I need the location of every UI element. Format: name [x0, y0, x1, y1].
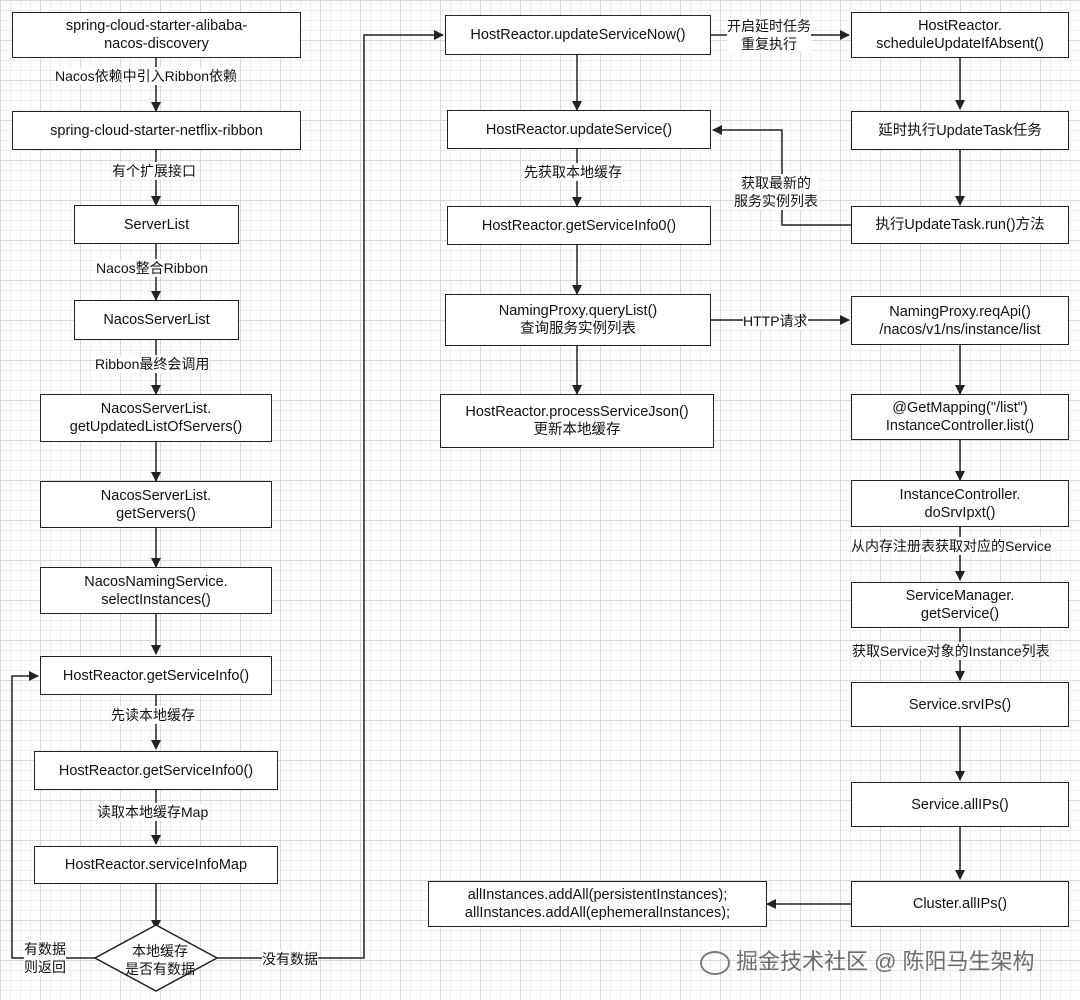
decision-line: 本地缓存: [132, 943, 188, 959]
node-cluster-allips: Cluster.allIPs(): [851, 881, 1069, 927]
node-hostreactor-getserviceinfo: HostReactor.getServiceInfo(): [40, 656, 272, 695]
arrow-yes-loop: [11, 671, 96, 959]
node-hostreactor-serviceinfomap: HostReactor.serviceInfoMap: [34, 846, 278, 884]
edge-label-read-local-cache-first: 先读本地缓存: [111, 706, 195, 724]
node-line: NamingProxy.queryList(): [498, 303, 658, 319]
node-line: spring-cloud-starter-netflix-ribbon: [50, 122, 263, 139]
node-instancecontroller-dosrvipxt: InstanceController. doSrvIpxt(): [851, 480, 1069, 527]
edge-label-has-data-return: 有数据 则返回: [24, 940, 66, 976]
label-line: 有数据: [24, 941, 66, 957]
node-hostreactor-getserviceinfo0-middle: HostReactor.getServiceInfo0(): [447, 206, 711, 245]
node-line: NacosServerList: [103, 312, 210, 328]
label-line: 服务实例列表: [734, 193, 818, 209]
node-line: ServerList: [123, 216, 190, 233]
node-serverlist: ServerList: [74, 205, 239, 244]
node-line: HostReactor.updateServiceNow(): [470, 27, 686, 43]
node-nacosnamingservice-selectinstances: NacosNamingService. selectInstances(): [40, 567, 272, 614]
watermark: 掘金技术社区 @ 陈阳马生架构: [700, 944, 1035, 976]
node-servicemanager-getservice: ServiceManager. getService(): [851, 582, 1069, 628]
label-line: 则返回: [24, 959, 66, 975]
edge-label-get-service-from-registry: 从内存注册表获取对应的Service: [851, 537, 1052, 555]
node-line: HostReactor.updateService(): [485, 121, 673, 138]
node-hostreactor-updateservice: HostReactor.updateService(): [447, 110, 711, 149]
node-line: allInstances.addAll(persistentInstances)…: [467, 887, 728, 903]
node-nacosserverlist-getservers: NacosServerList. getServers(): [40, 481, 272, 528]
node-line: doSrvIpxt(): [924, 504, 996, 521]
edge-label-http-request: HTTP请求: [743, 312, 808, 330]
node-line: getService(): [920, 606, 1000, 622]
node-line: HostReactor.getServiceInfo0(): [58, 762, 254, 779]
node-line: NacosNamingService.: [84, 573, 228, 590]
label-line: 重复执行: [741, 36, 797, 52]
node-line: spring-cloud-starter-alibaba-: [65, 18, 248, 34]
edge-label-no-data: 没有数据: [262, 950, 318, 968]
node-line: InstanceController.list(): [885, 418, 1035, 434]
edge-label-ribbon-calls: Ribbon最终会调用: [95, 355, 210, 373]
node-nacosserverlist-getupdatedlistofservers: NacosServerList. getUpdatedListOfServers…: [40, 394, 272, 442]
node-updatetask-run: 执行UpdateTask.run()方法: [851, 206, 1069, 244]
edge-label-nacos-ribbon-dependency: Nacos依赖中引入Ribbon依赖: [55, 67, 238, 85]
node-service-srvips: Service.srvIPs(): [851, 682, 1069, 727]
node-line: HostReactor.serviceInfoMap: [64, 857, 248, 873]
edge-label-get-instance-list: 获取Service对象的Instance列表: [852, 642, 1050, 660]
edge-label-start-delay-task: 开启延时任务 重复执行: [727, 17, 811, 53]
decision-text: 本地缓存 是否有数据: [100, 938, 220, 982]
node-line: getUpdatedListOfServers(): [69, 419, 243, 435]
node-line: NacosServerList.: [100, 487, 212, 504]
node-line: NamingProxy.reqApi(): [889, 303, 1031, 320]
node-line: getServers(): [116, 505, 196, 522]
node-hostreactor-processservicejson: HostReactor.processServiceJson() 更新本地缓存: [440, 394, 714, 448]
node-line: 更新本地缓存: [533, 422, 621, 438]
node-line: /nacos/v1/ns/instance/list: [879, 321, 1041, 338]
node-instancecontroller-list: @GetMapping("/list") InstanceController.…: [851, 394, 1069, 440]
node-line: scheduleUpdateIfAbsent(): [876, 36, 1044, 52]
node-hostreactor-updateservicenow: HostReactor.updateServiceNow(): [445, 15, 711, 55]
node-line: 查询服务实例列表: [520, 321, 636, 337]
wechat-icon: [700, 951, 730, 976]
node-line: HostReactor.processServiceJson(): [465, 404, 689, 420]
node-hostreactor-getserviceinfo0-left: HostReactor.getServiceInfo0(): [34, 751, 278, 790]
node-nacosserverlist: NacosServerList: [74, 300, 239, 340]
node-line: 延时执行UpdateTask任务: [878, 122, 1042, 139]
edge-label-get-local-cache-first: 先获取本地缓存: [524, 163, 622, 181]
node-line: nacos-discovery: [104, 36, 209, 52]
node-namingproxy-querylist: NamingProxy.queryList() 查询服务实例列表: [445, 294, 711, 346]
node-spring-cloud-starter-alibaba-nacos-discovery: spring-cloud-starter-alibaba- nacos-disc…: [12, 12, 301, 58]
edge-label-extension-interface: 有个扩展接口: [112, 162, 196, 180]
node-spring-cloud-starter-netflix-ribbon: spring-cloud-starter-netflix-ribbon: [12, 111, 301, 150]
node-allinstances-addall: allInstances.addAll(persistentInstances)…: [428, 881, 767, 927]
node-service-allips: Service.allIPs(): [851, 782, 1069, 827]
node-delay-updatetask: 延时执行UpdateTask任务: [851, 111, 1069, 150]
label-line: 获取最新的: [741, 175, 811, 191]
node-line: selectInstances(): [101, 591, 211, 608]
node-line: NacosServerList.: [100, 401, 212, 417]
decision-line: 是否有数据: [125, 961, 195, 977]
node-line: HostReactor.getServiceInfo0(): [481, 217, 677, 234]
edge-label-nacos-integrate-ribbon: Nacos整合Ribbon: [96, 259, 209, 277]
decision-diamond: [93, 924, 219, 992]
edge-label-read-local-cache-map: 读取本地缓存Map: [97, 803, 209, 821]
label-line: 开启延时任务: [727, 18, 811, 34]
node-line: 执行UpdateTask.run()方法: [875, 217, 1045, 233]
node-line: Cluster.allIPs(): [912, 896, 1008, 912]
node-line: @GetMapping("/list"): [892, 400, 1028, 416]
node-line: Service.allIPs(): [911, 796, 1009, 813]
node-line: HostReactor.getServiceInfo(): [62, 667, 250, 684]
node-line: ServiceManager.: [905, 588, 1015, 604]
node-line: Service.srvIPs(): [908, 696, 1012, 713]
node-line: HostReactor.: [918, 18, 1002, 34]
node-line: InstanceController.: [899, 486, 1021, 503]
watermark-text: 掘金技术社区 @ 陈阳马生架构: [736, 949, 1035, 974]
edge-label-get-latest-instances: 获取最新的 服务实例列表: [734, 174, 818, 210]
node-hostreactor-scheduleupdateifabsent: HostReactor. scheduleUpdateIfAbsent(): [851, 12, 1069, 58]
node-line: allInstances.addAll(ephemeralInstances);: [464, 905, 731, 921]
node-namingproxy-reqapi: NamingProxy.reqApi() /nacos/v1/ns/instan…: [851, 296, 1069, 345]
